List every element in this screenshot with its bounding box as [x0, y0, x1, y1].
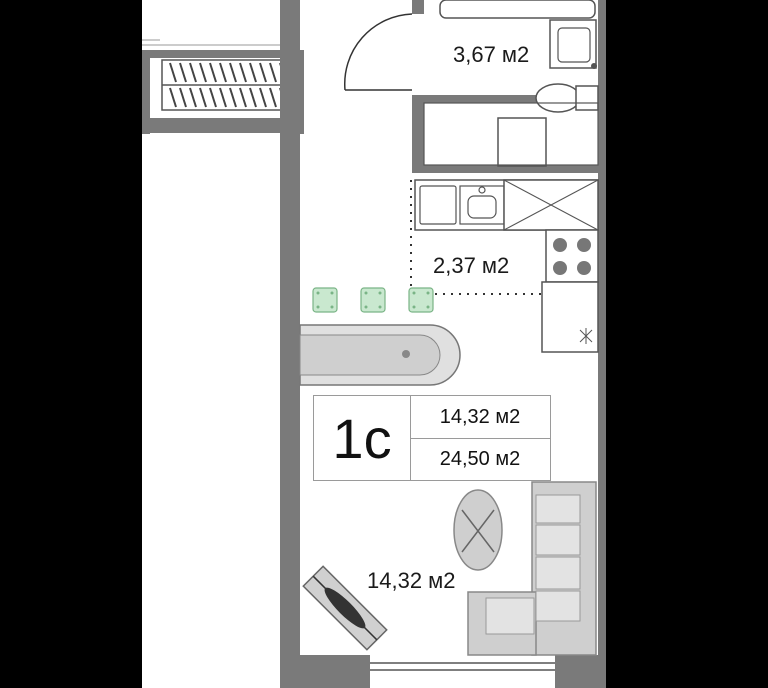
bathtub: [439, 0, 596, 19]
balcony-radiator: [161, 59, 293, 111]
walls: [142, 0, 606, 688]
kitchen-zone-boundary: [410, 180, 542, 295]
bottom-window: [370, 660, 555, 688]
coffee-table: [453, 489, 503, 571]
kitchen-counter: [414, 179, 599, 231]
living-area-label: 14,32 м2: [367, 568, 456, 593]
stove: [545, 229, 599, 283]
toilet: [535, 83, 599, 113]
summary-living-area: 14,32 м2: [410, 396, 550, 439]
apartment-type: 1с: [314, 396, 411, 480]
bathroom-area-label: 3,67 м2: [453, 42, 530, 67]
summary-total-area: 24,50 м2: [439, 447, 521, 470]
washbasin: [549, 19, 597, 69]
bathroom-door: [343, 13, 413, 91]
bar-stools: [312, 287, 434, 313]
apartment-summary: 1с 14,32 м2 24,50 м2: [313, 395, 551, 481]
fridge: [541, 281, 599, 353]
bar-counter: [299, 324, 461, 386]
kitchen-area-label: 2,37 м2: [433, 253, 510, 278]
sofa: [467, 481, 597, 656]
tv-stand: [302, 565, 388, 651]
washing-machine: [497, 117, 547, 167]
utility-niche: [423, 102, 599, 166]
